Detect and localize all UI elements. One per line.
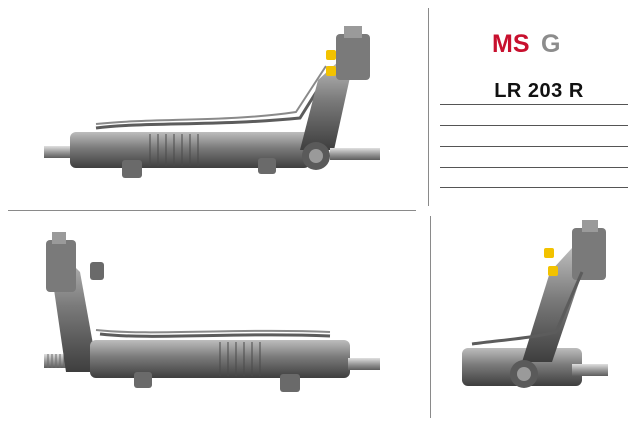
- divider-vertical-top: [428, 8, 429, 206]
- divider-horizontal-middle: [8, 210, 416, 211]
- form-line-2: [440, 125, 628, 126]
- form-line-3: [440, 146, 628, 147]
- steering-rack-rear-view: [44, 232, 380, 392]
- svg-text:G: G: [541, 30, 560, 58]
- steering-rack-side-view: [462, 220, 608, 388]
- form-line-5: [440, 187, 628, 188]
- steering-rack-front-view: [44, 26, 380, 178]
- form-line-4: [440, 167, 628, 168]
- form-line-1: [440, 104, 628, 105]
- part-number: LR 203 R: [494, 80, 584, 102]
- divider-vertical-bottom: [430, 216, 431, 418]
- svg-text:MS: MS: [492, 30, 530, 58]
- msg-logo: MS G: [492, 30, 580, 58]
